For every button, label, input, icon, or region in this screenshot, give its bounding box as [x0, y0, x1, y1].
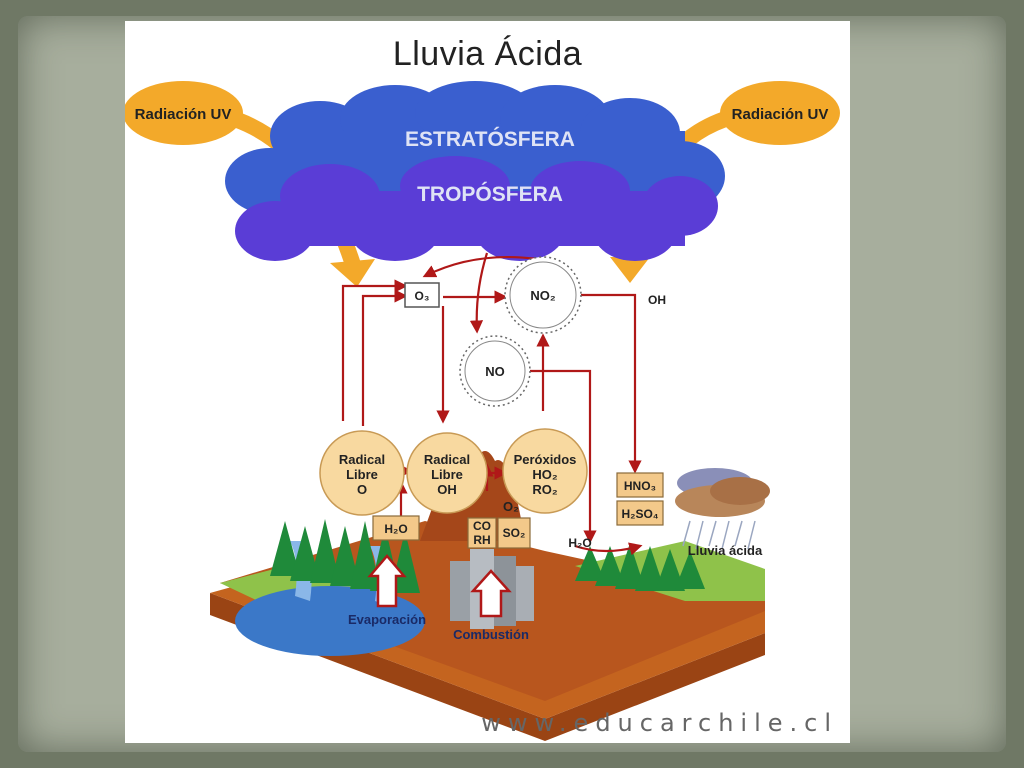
troposphere-cloud [235, 156, 718, 261]
peroxides-line3: RO₂ [532, 482, 558, 497]
o2-label: O₂ [503, 499, 519, 514]
radical-libre-o: Radical Libre O [319, 430, 405, 516]
diagram-frame: Lluvia Ácida Radiación UV Radiación UV [125, 21, 850, 743]
h2so4-label: H₂SO₄ [621, 507, 658, 521]
no-label: NO [485, 364, 505, 379]
radical-libre-oh: Radical Libre OH [406, 432, 488, 514]
source-url: www.educarchile.cl [481, 709, 838, 737]
peroxides-line2: HO₂ [532, 467, 558, 482]
forest-right [575, 543, 705, 591]
peroxides-circle: Peróxidos HO₂ RO₂ [502, 428, 588, 514]
reaction-arrows [341, 252, 643, 556]
uv-label-left: Radiación UV [135, 106, 232, 123]
radical-oh-line2: Libre [431, 467, 463, 482]
h2o-box-right: H₂O [568, 536, 591, 550]
acid-rain-label: Lluvia ácida [688, 543, 763, 558]
evaporation-arrow [367, 554, 407, 608]
radical-o-line2: Libre [346, 467, 378, 482]
h2o-left-label: H₂O [384, 522, 407, 536]
combustion-arrow [470, 569, 512, 618]
rain-cloud [675, 468, 770, 550]
diagram-title: Lluvia Ácida [392, 35, 583, 73]
rh-label: RH [473, 533, 490, 547]
stratosphere-label: ESTRATÓSFERA [405, 127, 575, 151]
combustion-label: Combustión [453, 627, 529, 642]
uv-source-left: Radiación UV [125, 81, 243, 145]
co-rh-box: CO RH [467, 517, 497, 549]
h2o-box-left: H₂O [372, 515, 420, 541]
radical-oh-line1: Radical [424, 452, 470, 467]
o3-label: O₃ [415, 289, 430, 303]
acid-rain-diagram: Radiación UV Radiación UV [125, 81, 840, 741]
oh-label: OH [648, 293, 666, 307]
uv-label-right: Radiación UV [732, 106, 829, 123]
radical-o-line1: Radical [339, 452, 385, 467]
no2-circle: NO₂ [504, 256, 582, 334]
hno3-label: HNO₃ [624, 479, 656, 493]
uv-source-right: Radiación UV [720, 81, 840, 145]
radical-o-line3: O [357, 482, 367, 497]
o3-box: O₃ [404, 282, 440, 308]
peroxides-line1: Peróxidos [514, 452, 577, 467]
h2so4-box: H₂SO₄ [616, 500, 664, 526]
no-circle: NO [459, 335, 531, 407]
hno3-box: HNO₃ [616, 472, 664, 498]
so2-label: SO₂ [503, 526, 526, 540]
evaporation-label: Evaporación [348, 612, 426, 627]
so2-box: SO₂ [497, 517, 531, 549]
co-label: CO [473, 519, 491, 533]
h2o-right-label: H₂O [568, 536, 591, 550]
troposphere-label: TROPÓSFERA [417, 182, 563, 206]
no2-label: NO₂ [530, 288, 556, 303]
radical-oh-line3: OH [437, 482, 457, 497]
